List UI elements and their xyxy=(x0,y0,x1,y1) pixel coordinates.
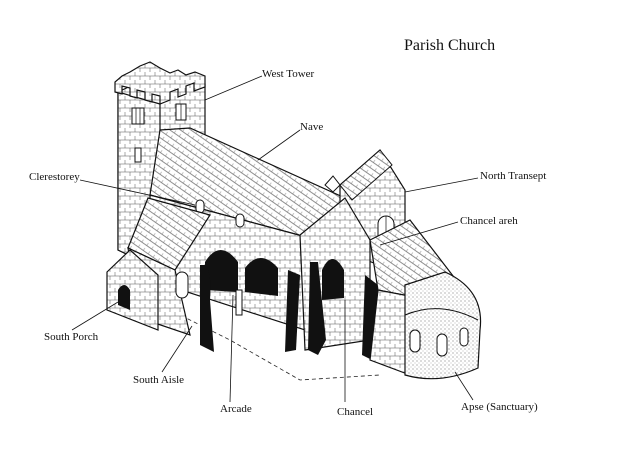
label-apse: Apse (Sanctuary) xyxy=(461,401,538,413)
leader-clerestorey xyxy=(79,179,196,206)
leader-lines xyxy=(71,75,479,403)
label-south-aisle: South Aisle xyxy=(133,374,185,386)
leader-nave xyxy=(257,129,301,161)
label-chancel: Chancel xyxy=(337,406,374,418)
leader-apse xyxy=(454,371,474,401)
arcade xyxy=(200,250,300,352)
label-chancel-arch: Chancel areh xyxy=(460,215,518,227)
leader-south-porch xyxy=(71,301,119,331)
leader-north-transept xyxy=(404,177,479,193)
leader-west-tower xyxy=(204,75,263,101)
page-title: Parish Church xyxy=(404,37,496,54)
label-clerestorey: Clerestorey xyxy=(29,171,80,183)
label-nave: Nave xyxy=(300,121,324,133)
ground-outline xyxy=(149,299,381,381)
label-west-tower: West Tower xyxy=(262,68,315,80)
leader-arcade xyxy=(229,294,234,403)
label-arcade: Arcade xyxy=(220,403,252,415)
label-south-porch: South Porch xyxy=(44,331,99,343)
leader-south-aisle xyxy=(161,325,193,373)
south-porch xyxy=(106,249,189,331)
label-north-transept: North Transept xyxy=(480,170,547,182)
chancel-arch-section xyxy=(299,175,378,360)
leader-chancel-arch xyxy=(379,221,459,246)
apse xyxy=(404,271,482,380)
